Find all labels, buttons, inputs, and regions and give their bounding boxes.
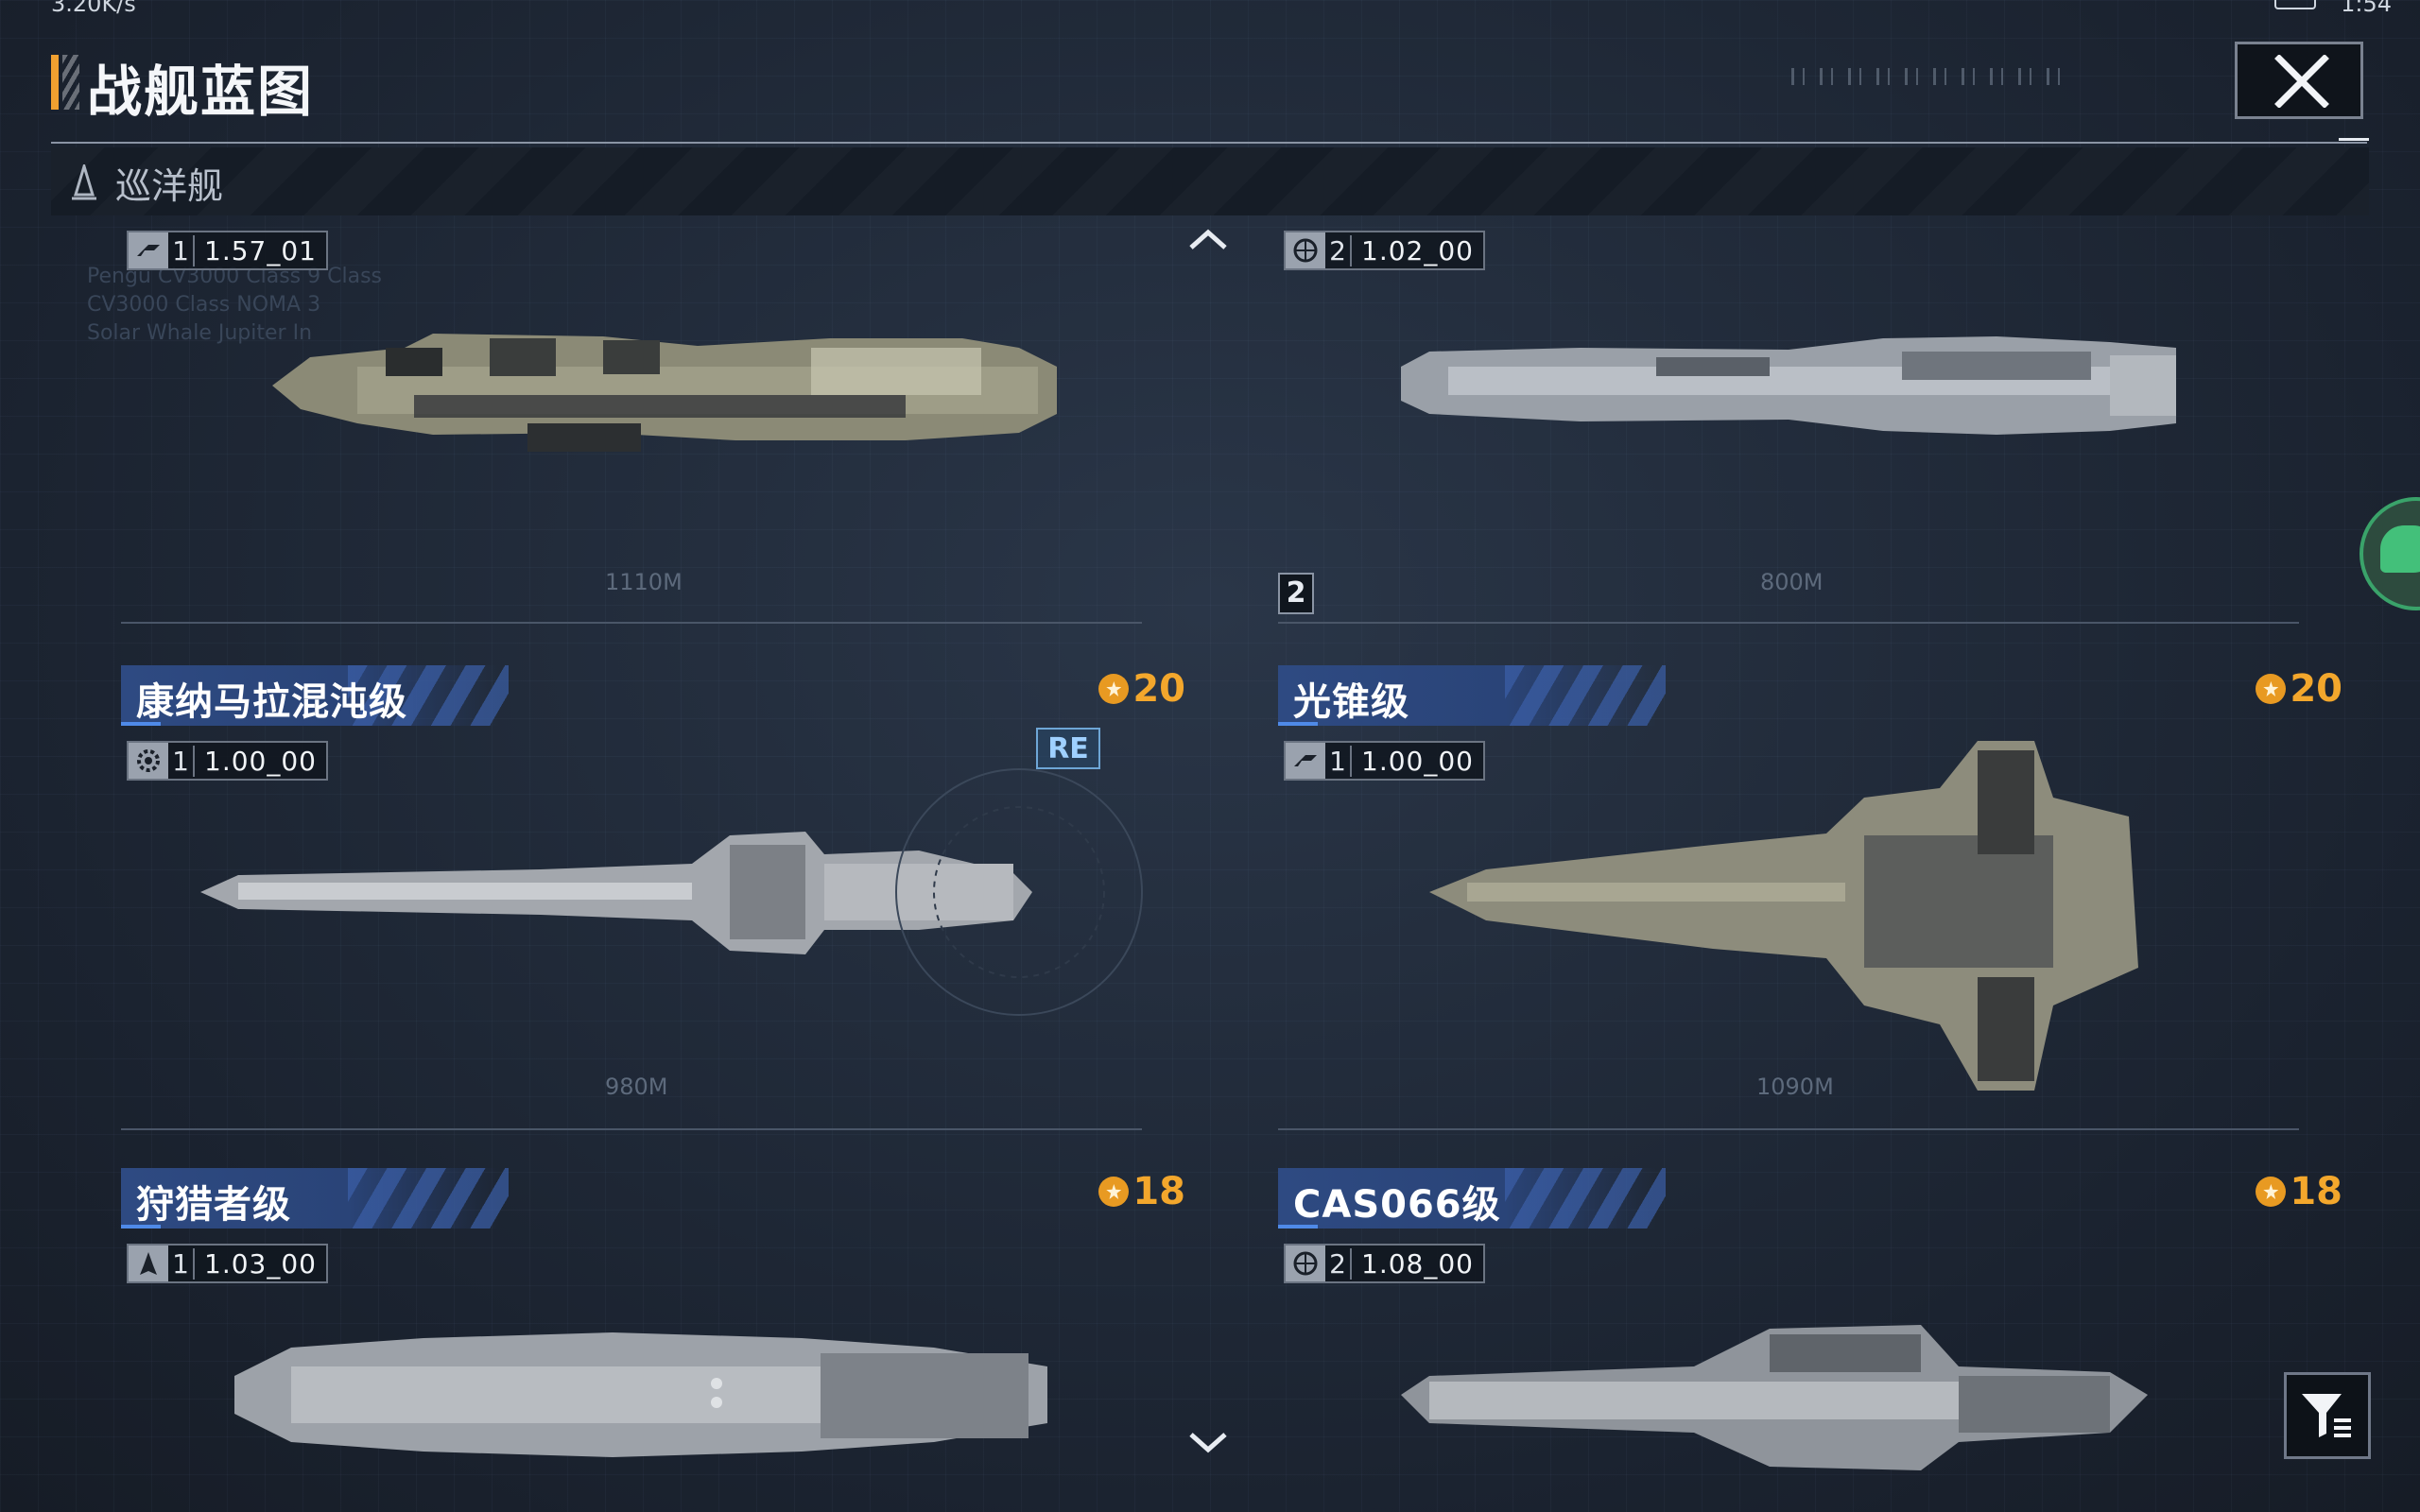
blueprint-card[interactable]: 狩猎者级 18 1 1.03_00 bbox=[121, 1168, 1185, 1508]
header-divider-accent bbox=[2339, 138, 2369, 141]
version-box: 1 1.03_00 bbox=[127, 1244, 328, 1283]
scale-line bbox=[121, 1128, 1142, 1130]
blueprint-number: 2 bbox=[1278, 573, 1314, 614]
cruiser-class-icon bbox=[72, 164, 96, 200]
blueprint-card[interactable]: CAS066级 18 2 1.08_00 bbox=[1278, 1168, 2342, 1508]
version-box: 1 1.00_00 bbox=[127, 741, 328, 781]
version-box: 2 1.02_00 bbox=[1284, 231, 1485, 270]
name-plate bbox=[1278, 1168, 1666, 1228]
gear-emblem-icon bbox=[129, 743, 168, 779]
globe-icon bbox=[1286, 232, 1325, 268]
chat-icon bbox=[2380, 525, 2420, 573]
ship-length: 1110M bbox=[605, 569, 683, 595]
network-speed: 3.20K/s bbox=[51, 0, 136, 17]
category-label: 巡洋舰 bbox=[115, 165, 224, 207]
cost-display: 20 bbox=[1098, 667, 1185, 711]
ship-name: CAS066级 bbox=[1293, 1183, 1501, 1227]
filter-icon bbox=[2302, 1394, 2351, 1437]
globe-icon bbox=[1286, 1246, 1325, 1281]
decorative-barcode bbox=[1791, 68, 2075, 85]
page-title: 战舰蓝图 bbox=[87, 60, 315, 124]
tier-number: 2 bbox=[1325, 1247, 1352, 1280]
tier-number: 1 bbox=[1325, 745, 1352, 777]
system-status-bar: 3.20K/s 1:54 bbox=[0, 0, 2420, 17]
tier-number: 2 bbox=[1325, 234, 1352, 266]
ship-model bbox=[234, 1332, 1047, 1457]
filter-button[interactable] bbox=[2284, 1372, 2371, 1459]
faction-wing-icon bbox=[129, 232, 168, 268]
category-bar[interactable]: 巡洋舰 bbox=[51, 147, 2369, 215]
tier-number: 1 bbox=[168, 745, 195, 777]
scroll-up-chevron-icon[interactable] bbox=[1185, 221, 1231, 255]
battery-icon bbox=[2274, 0, 2316, 9]
scale-line bbox=[121, 622, 1142, 624]
ship-model bbox=[1401, 1325, 2148, 1470]
name-plate bbox=[121, 665, 509, 726]
tier-number: 1 bbox=[168, 1247, 195, 1280]
version-number: 1.00_00 bbox=[204, 745, 317, 777]
close-icon bbox=[2274, 55, 2329, 108]
cost-value: 18 bbox=[2290, 1170, 2342, 1213]
scroll-down-chevron-icon[interactable] bbox=[1185, 1427, 1231, 1461]
decorative-radar bbox=[895, 768, 1143, 1016]
star-coin-icon bbox=[2256, 1177, 2287, 1207]
ship-name: 光锥级 bbox=[1293, 680, 1409, 724]
title-accent-stripes bbox=[62, 55, 79, 110]
ship-length: 980M bbox=[605, 1074, 668, 1100]
cost-display: 18 bbox=[1098, 1170, 1185, 1213]
blueprint-card[interactable]: 康纳马拉混沌级 20 1 1.00_00 RE 980M bbox=[121, 665, 1185, 1138]
ship-name: 康纳马拉混沌级 bbox=[136, 680, 407, 724]
scale-line bbox=[1278, 1128, 2299, 1130]
version-number: 1.00_00 bbox=[1361, 745, 1474, 777]
star-coin-icon bbox=[2256, 674, 2287, 704]
name-plate bbox=[1278, 665, 1666, 726]
blueprint-card[interactable]: 1 1.57_01 1110M bbox=[121, 178, 1151, 650]
ship-name: 狩猎者级 bbox=[136, 1183, 291, 1227]
ship-model bbox=[1429, 741, 2138, 1091]
star-coin-icon bbox=[1098, 674, 1130, 704]
decorative-tech-text: Pengu CV3000 Class 9 Class CV3000 Class … bbox=[87, 265, 382, 345]
version-number: 1.03_00 bbox=[204, 1247, 317, 1280]
ship-length: 1090M bbox=[1756, 1074, 1834, 1100]
version-box: 1 1.57_01 bbox=[127, 231, 328, 270]
ship-length: 800M bbox=[1760, 569, 1824, 595]
cost-value: 20 bbox=[2290, 667, 2342, 711]
re-badge: RE bbox=[1036, 728, 1100, 769]
faction-wing-icon bbox=[1286, 743, 1325, 779]
star-coin-icon bbox=[1098, 1177, 1130, 1207]
ship-model bbox=[272, 334, 1057, 452]
close-button[interactable] bbox=[2235, 42, 2363, 119]
version-box: 1 1.00_00 bbox=[1284, 741, 1485, 781]
title-accent-bar bbox=[51, 55, 59, 110]
cost-display: 18 bbox=[2256, 1170, 2342, 1213]
tier-number: 1 bbox=[168, 234, 195, 266]
cost-value: 20 bbox=[1132, 667, 1185, 711]
ship-model bbox=[1401, 336, 2176, 435]
version-number: 1.08_00 bbox=[1361, 1247, 1474, 1280]
version-number: 1.57_01 bbox=[204, 234, 317, 266]
version-number: 1.02_00 bbox=[1361, 234, 1474, 266]
blueprint-card[interactable]: 2 1.02_00 800M 2 bbox=[1278, 178, 2308, 650]
header-divider bbox=[51, 142, 2367, 144]
rocket-icon bbox=[129, 1246, 168, 1281]
ship-model bbox=[200, 832, 1032, 954]
cost-value: 18 bbox=[1132, 1170, 1185, 1213]
blueprint-card[interactable]: 光锥级 20 1 1.00_00 1090M bbox=[1278, 665, 2342, 1138]
cost-display: 20 bbox=[2256, 667, 2342, 711]
name-plate bbox=[121, 1168, 509, 1228]
scale-line bbox=[1278, 622, 2299, 624]
clock: 1:54 bbox=[2341, 0, 2392, 17]
version-box: 2 1.08_00 bbox=[1284, 1244, 1485, 1283]
